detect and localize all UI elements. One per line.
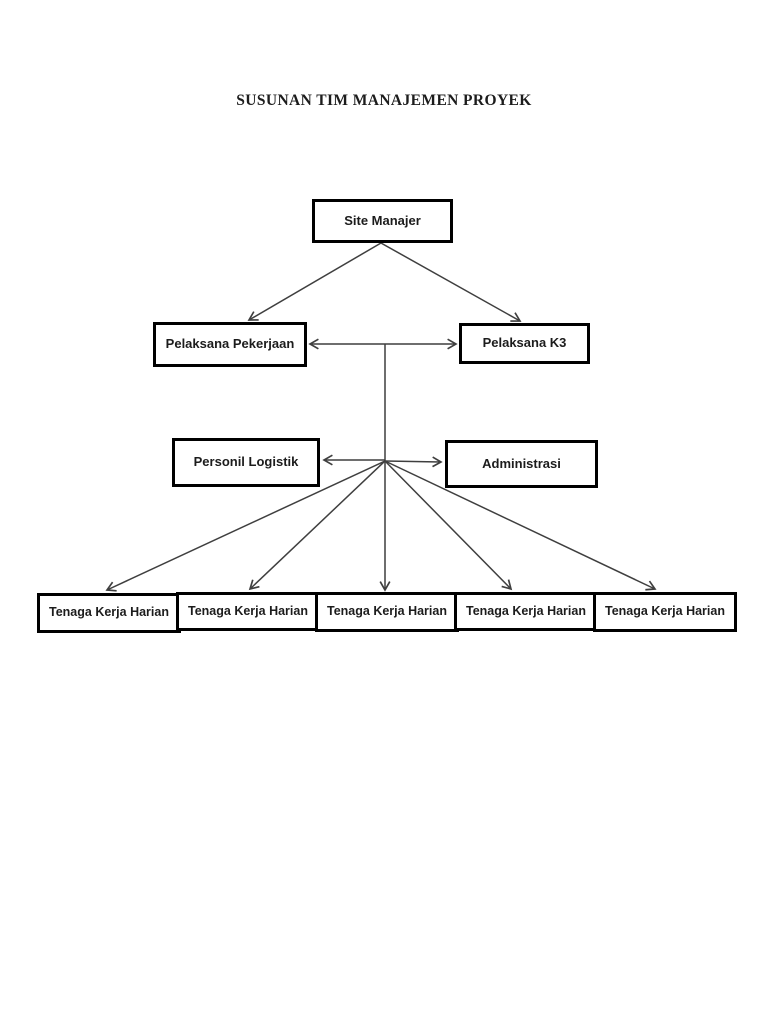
page-title: SUSUNAN TIM MANAJEMEN PROYEK bbox=[236, 92, 532, 109]
node-label: Tenaga Kerja Harian bbox=[466, 603, 586, 618]
node-label: Pelaksana K3 bbox=[482, 335, 567, 351]
node-label: Tenaga Kerja Harian bbox=[605, 604, 725, 619]
node-pelaksana-k3: Pelaksana K3 bbox=[459, 323, 590, 364]
edge-hub-to-administrasi bbox=[384, 456, 443, 468]
node-label: Administrasi bbox=[482, 455, 561, 471]
node-label: Tenaga Kerja Harian bbox=[327, 604, 447, 619]
node-tenaga-kerja-harian-5: Tenaga Kerja Harian bbox=[593, 592, 737, 632]
node-tenaga-kerja-harian-1: Tenaga Kerja Harian bbox=[37, 593, 181, 633]
node-label: Pelaksana Pekerjaan bbox=[165, 336, 295, 352]
edge-site-to-pelaksana-pekerjaan bbox=[247, 242, 382, 321]
node-label: Site Manajer bbox=[344, 212, 421, 228]
node-label: Tenaga Kerja Harian bbox=[188, 603, 308, 618]
node-personil-logistik: Personil Logistik bbox=[172, 438, 320, 487]
edge-site-to-pelaksana-k3 bbox=[380, 242, 522, 322]
edge-hub-to-tenaga-2 bbox=[248, 460, 386, 591]
node-site-manajer: Site Manajer bbox=[312, 199, 453, 243]
edge-hub-to-tenaga-4 bbox=[384, 460, 513, 591]
node-label: Personil Logistik bbox=[193, 454, 299, 470]
node-pelaksana-pekerjaan: Pelaksana Pekerjaan bbox=[153, 322, 307, 367]
node-tenaga-kerja-harian-2: Tenaga Kerja Harian bbox=[176, 592, 320, 631]
node-label: Tenaga Kerja Harian bbox=[49, 605, 169, 620]
node-tenaga-kerja-harian-3: Tenaga Kerja Harian bbox=[315, 592, 459, 632]
edge-hub-to-tenaga-1 bbox=[105, 460, 386, 592]
edge-hub-to-tenaga-5 bbox=[384, 460, 657, 591]
node-tenaga-kerja-harian-4: Tenaga Kerja Harian bbox=[454, 592, 598, 631]
node-administrasi: Administrasi bbox=[445, 440, 598, 488]
